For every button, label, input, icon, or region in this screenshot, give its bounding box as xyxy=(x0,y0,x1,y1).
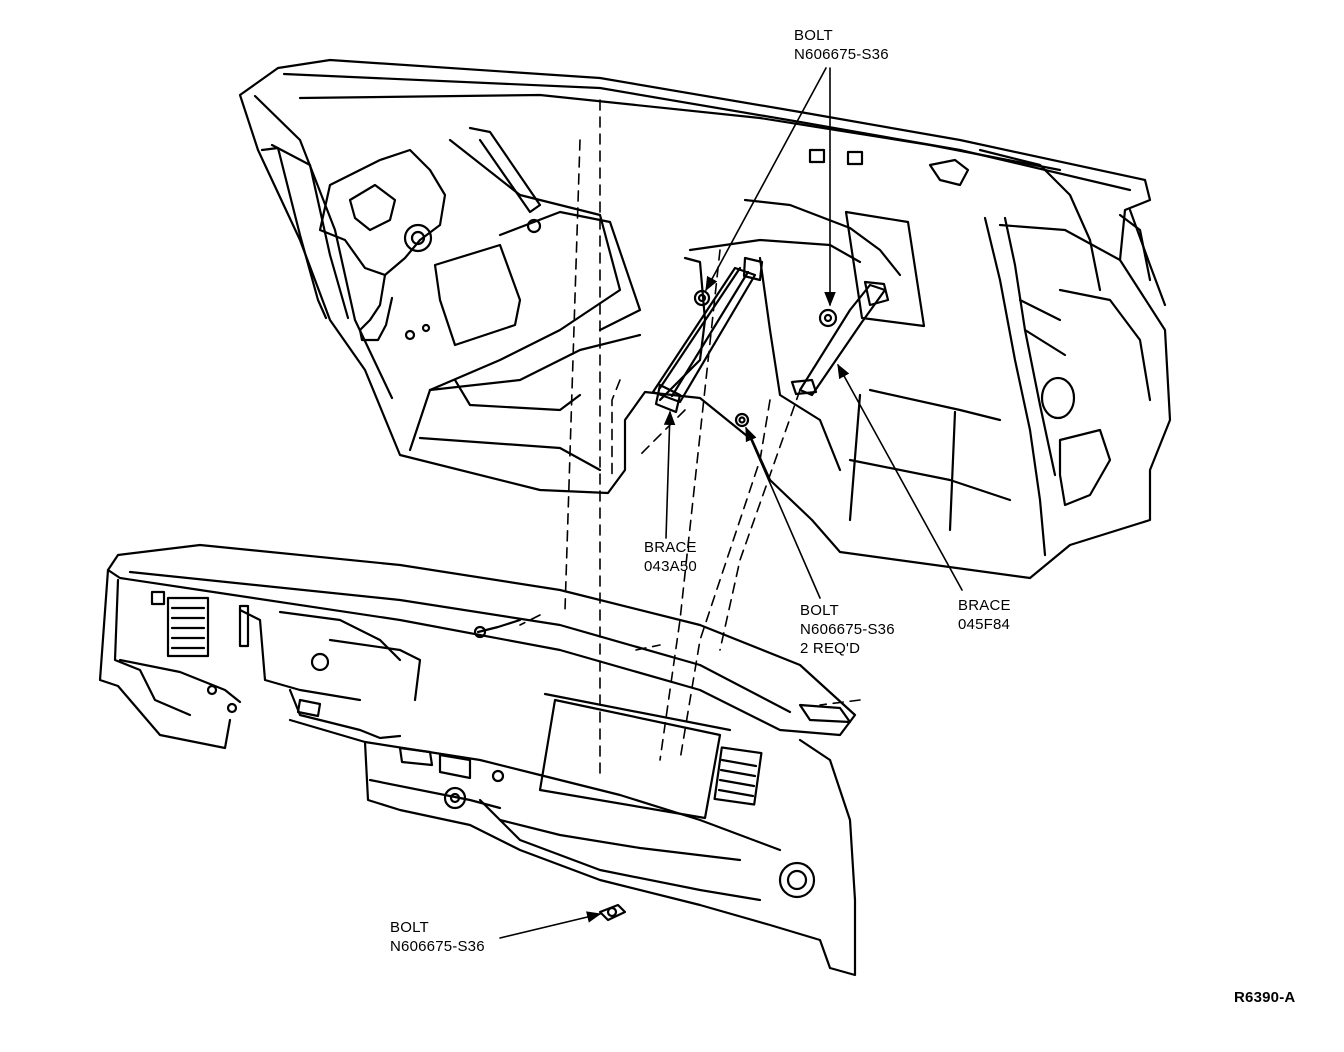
bolt-panel-bottom xyxy=(598,903,627,922)
callout-brace-left-line2: 043A50 xyxy=(644,558,697,575)
panel-opening xyxy=(844,210,926,328)
bolt-upper-right xyxy=(818,308,838,328)
callout-bolt-top-line2: N606675-S36 xyxy=(794,46,889,63)
callout-brace-right: BRACE 045F84 xyxy=(958,596,1011,634)
leader-lines xyxy=(499,67,963,939)
bolt-panel-top xyxy=(473,618,522,639)
callout-bolt-middle-line2: N606675-S36 xyxy=(800,621,895,638)
instrument-panel xyxy=(98,543,857,977)
callout-brace-right-line2: 045F84 xyxy=(958,616,1011,633)
cluster-opening xyxy=(538,698,722,820)
brace-043a50 xyxy=(651,256,764,414)
bolt-upper-left xyxy=(693,289,711,307)
brace-045f84 xyxy=(790,280,890,397)
callout-brace-right-line1: BRACE xyxy=(958,597,1011,614)
callout-bolt-middle: BOLT N606675-S36 2 REQ'D xyxy=(800,601,895,658)
callout-bolt-bottom: BOLT N606675-S36 xyxy=(390,918,485,956)
callout-bolt-bottom-line2: N606675-S36 xyxy=(390,938,485,955)
panel-top-pad xyxy=(106,543,857,737)
dash-panel-outline xyxy=(238,58,1172,580)
callout-brace-left: BRACE 043A50 xyxy=(644,538,697,576)
callout-bolt-middle-line3: 2 REQ'D xyxy=(800,640,861,657)
callout-bolt-top-line1: BOLT xyxy=(794,27,833,44)
callout-bolt-top: BOLT N606675-S36 xyxy=(794,26,889,64)
callout-bolt-middle-line1: BOLT xyxy=(800,602,839,619)
callout-brace-left-line1: BRACE xyxy=(644,539,697,556)
bolt-middle xyxy=(734,412,750,428)
figure-id: R6390-A xyxy=(1234,989,1296,1006)
callout-bolt-bottom-line1: BOLT xyxy=(390,919,429,936)
alignment-lines xyxy=(519,99,861,781)
